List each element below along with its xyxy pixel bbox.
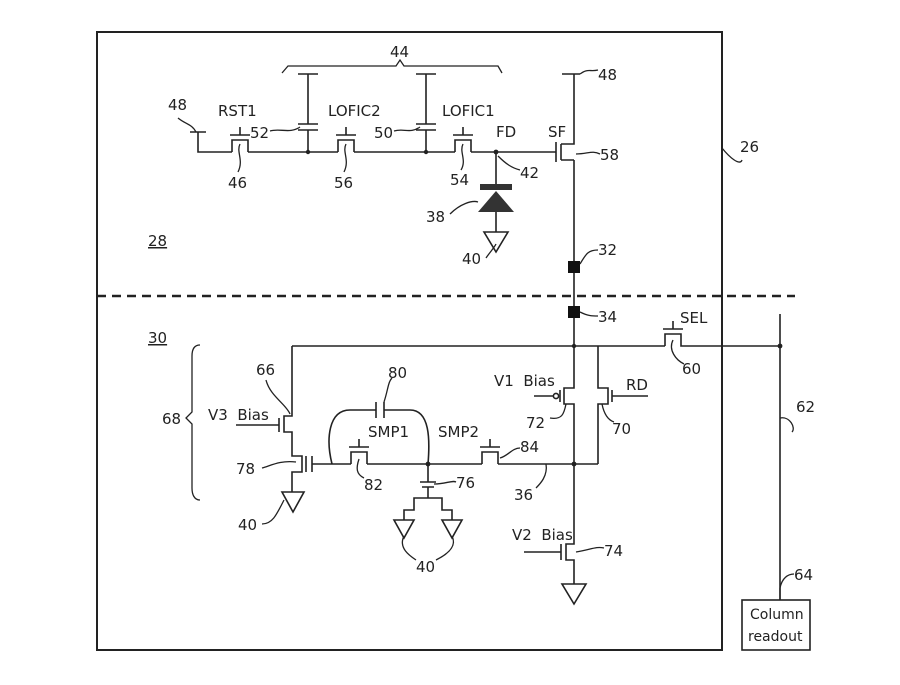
smp2-gate	[480, 439, 500, 448]
sf-drain-48	[561, 73, 580, 161]
v1-transistor	[563, 346, 575, 464]
brace-44	[281, 58, 503, 74]
ref-36: 36	[514, 486, 533, 504]
column-readout-box	[741, 599, 811, 651]
lofic2-transistor	[337, 139, 355, 152]
chip-outline	[96, 31, 723, 651]
transistor-76	[403, 464, 453, 520]
ground-icon	[560, 583, 588, 606]
rst1-gate	[230, 127, 250, 136]
ref-44: 44	[390, 43, 409, 61]
ref-72: 72	[526, 414, 545, 432]
rst1-transistor	[231, 139, 249, 152]
ref-30: 30	[148, 329, 167, 347]
label-smp2: SMP2	[438, 423, 479, 441]
photodiode-cathode-bar	[480, 184, 512, 190]
ref-50: 50	[374, 124, 393, 142]
transistor-78-gate	[305, 456, 318, 472]
ref-64: 64	[794, 566, 813, 584]
ref-74: 74	[604, 542, 623, 560]
ref-66: 66	[256, 361, 275, 379]
label-readout: readout	[748, 629, 803, 645]
node-dot	[305, 149, 311, 155]
capacitor-50	[416, 73, 436, 152]
ref-26: 26	[740, 138, 759, 156]
capacitor-80	[375, 402, 385, 418]
rd-gate	[611, 390, 648, 402]
node-dot	[423, 149, 429, 155]
label-sf: SF	[548, 123, 566, 141]
ground-icon	[280, 491, 306, 514]
ref-40-fd: 40	[462, 250, 481, 268]
ref-62: 62	[796, 398, 815, 416]
sel-transistor	[664, 333, 780, 347]
ref-32: 32	[598, 241, 617, 259]
ref-40-lower-left: 40	[238, 516, 257, 534]
ref-34: 34	[598, 308, 617, 326]
label-lofic1: LOFIC1	[442, 102, 495, 120]
smp2-transistor	[481, 451, 499, 464]
text-labels: RST1 LOFIC2 LOFIC1 FD SF SEL RD V1 Bias …	[148, 43, 815, 645]
smp1-gate	[349, 439, 369, 448]
ref-60: 60	[682, 360, 701, 378]
capacitor-80-wire	[328, 409, 430, 465]
lofic1-transistor	[454, 139, 472, 152]
label-smp1: SMP1	[368, 423, 409, 441]
ref-84: 84	[520, 438, 539, 456]
supply-48-left	[190, 131, 232, 153]
leader-lines	[177, 69, 795, 600]
label-v2-bias: V2 Bias	[512, 526, 573, 544]
sel-gate	[663, 321, 683, 330]
ref-38: 38	[426, 208, 445, 226]
label-rd: RD	[626, 376, 648, 394]
v2-transistor	[565, 464, 575, 584]
upper-pixel-circuit	[190, 58, 580, 345]
rd-transistor	[597, 346, 609, 464]
label-column: Column	[750, 607, 804, 623]
label-sel: SEL	[680, 309, 708, 327]
ref-56: 56	[334, 174, 353, 192]
ref-48-left: 48	[168, 96, 187, 114]
label-v3-bias: V3 Bias	[208, 406, 269, 424]
label-fd: FD	[496, 123, 516, 141]
lofic2-gate	[336, 127, 356, 136]
label-lofic2: LOFIC2	[328, 102, 381, 120]
ref-48-right: 48	[598, 66, 617, 84]
ref-70: 70	[612, 420, 631, 438]
ref-58: 58	[600, 146, 619, 164]
ground-icon	[482, 231, 510, 254]
v3-gate	[236, 418, 280, 432]
ref-76: 76	[456, 474, 475, 492]
ref-68: 68	[162, 410, 181, 428]
ref-52: 52	[250, 124, 269, 142]
label-rst1: RST1	[218, 102, 257, 120]
ground-icon	[440, 519, 464, 540]
ref-80: 80	[388, 364, 407, 382]
ref-78: 78	[236, 460, 255, 478]
capacitor-52	[298, 73, 318, 152]
node-dot	[571, 343, 577, 349]
ref-54: 54	[450, 171, 469, 189]
ref-46: 46	[228, 174, 247, 192]
bond-pad-32	[568, 261, 580, 273]
ground-icon	[392, 519, 416, 540]
lofic1-gate	[453, 127, 473, 136]
v3-and-78-transistors	[283, 346, 303, 492]
pmos-bubble	[552, 392, 560, 400]
brace-68	[185, 344, 201, 501]
ref-40-lower-mid: 40	[416, 558, 435, 576]
smp1-transistor	[350, 451, 368, 464]
lower-sampling-circuit	[185, 314, 811, 651]
bond-pad-34	[568, 306, 580, 318]
label-v1-bias: V1 Bias	[494, 372, 555, 390]
photodiode-38	[478, 191, 514, 212]
v2-gate	[524, 544, 562, 560]
ref-28: 28	[148, 232, 167, 250]
ref-42: 42	[520, 164, 539, 182]
ref-82: 82	[364, 476, 383, 494]
